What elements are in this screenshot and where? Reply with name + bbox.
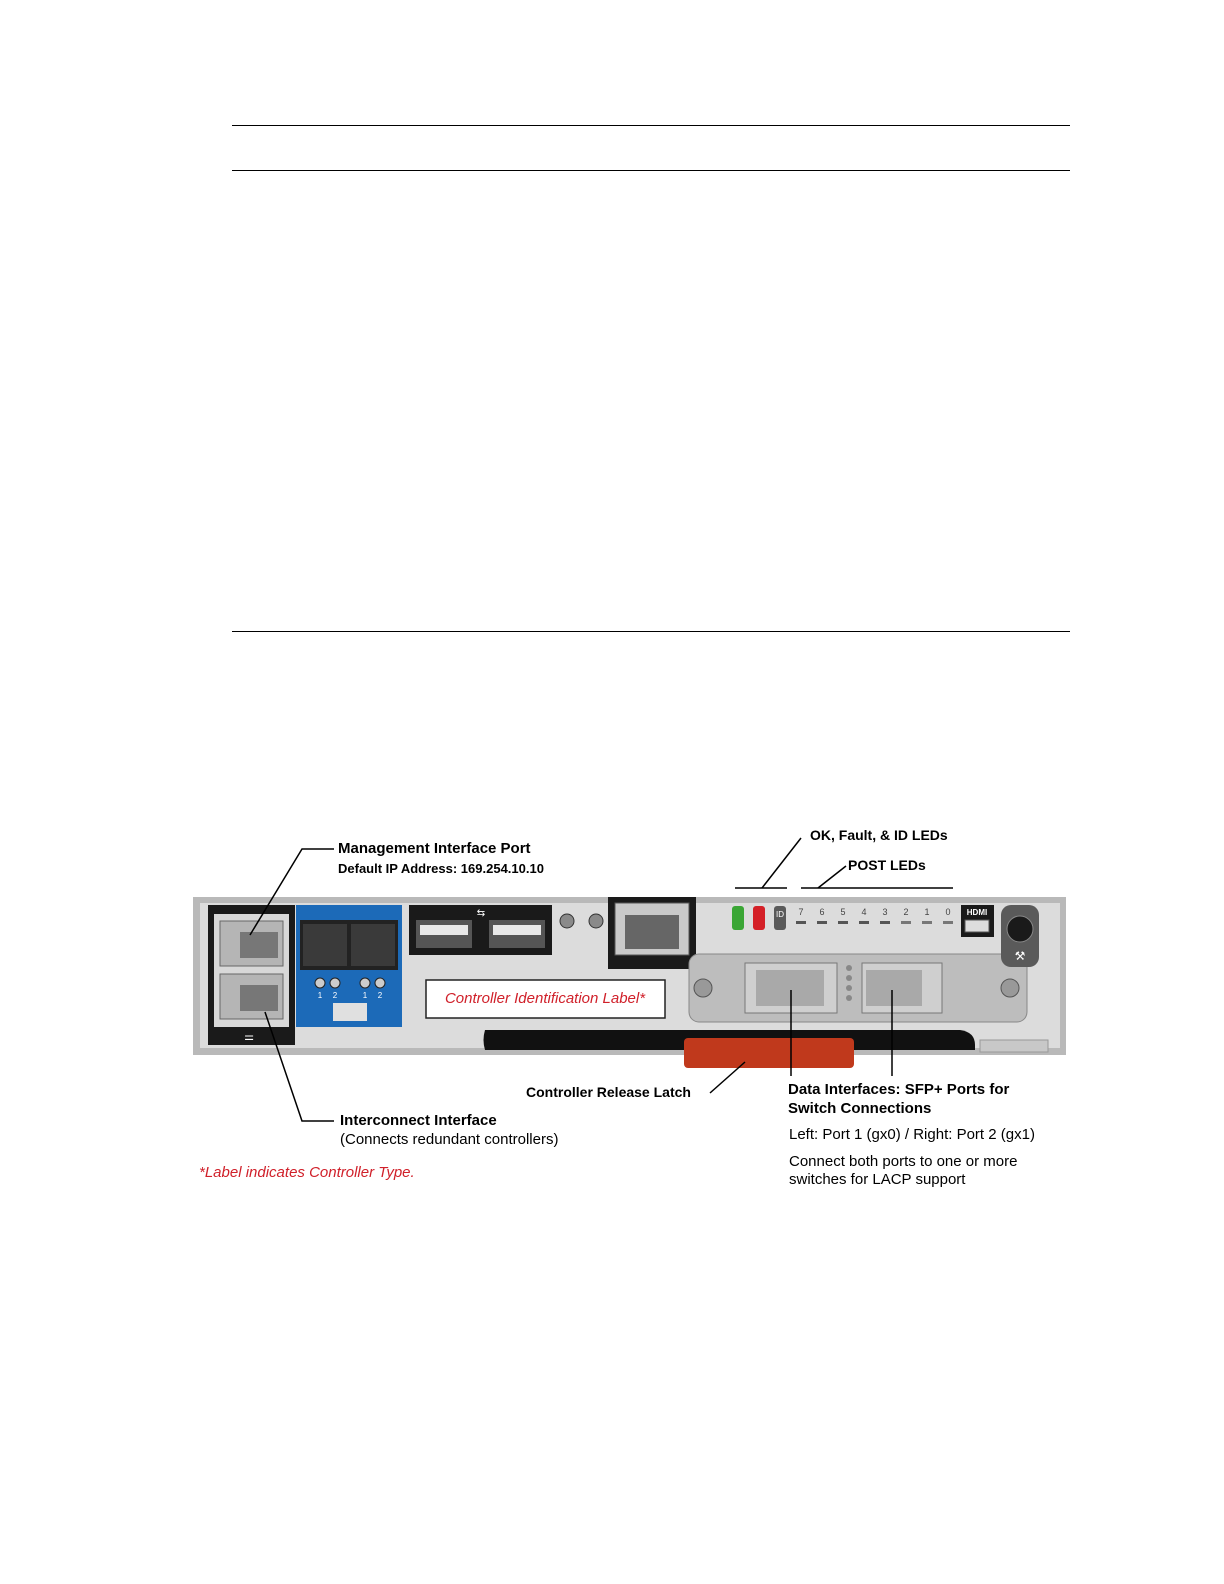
- post-led-number: 4: [861, 907, 866, 917]
- data-ports-description: Left: Port 1 (gx0) / Right: Port 2 (gx1): [789, 1126, 1035, 1143]
- usb-ports: ⇆: [409, 905, 552, 955]
- ok-fault-id-leds-callout: OK, Fault, & ID LEDs: [810, 827, 948, 843]
- fault-led: [753, 906, 765, 930]
- sas-port-number-labels: 1 2 1 2: [318, 991, 383, 1000]
- sas-port-number: 1: [363, 991, 368, 1000]
- hdmi-label: HDMI: [967, 908, 987, 917]
- post-leds: 7 6 5 4 3 2 1 0: [796, 907, 953, 924]
- post-leds-callout: POST LEDs: [848, 857, 926, 873]
- service-ethernet-port: [608, 897, 696, 969]
- sas-port-module: [296, 905, 402, 1027]
- post-led-number: 0: [945, 907, 950, 917]
- usb-icon: ⇆: [477, 908, 485, 919]
- footnote: *Label indicates Controller Type.: [199, 1164, 415, 1181]
- sas-port-number: 2: [333, 991, 338, 1000]
- post-led-number: 2: [903, 907, 908, 917]
- hdmi-port: HDMI: [961, 905, 994, 937]
- wrench-icon: ⚒: [1015, 949, 1026, 963]
- post-led-number: 1: [924, 907, 929, 917]
- post-led-number: 6: [819, 907, 824, 917]
- post-led-number: 7: [798, 907, 803, 917]
- controller-id-label-box: Controller Identification Label*: [425, 979, 666, 1019]
- ethernet-port-module: ⚌: [208, 905, 295, 1045]
- sas-port-number: 1: [318, 991, 323, 1000]
- release-latch-callout: Controller Release Latch: [526, 1084, 691, 1100]
- lacp-description: Connect both ports to one or more: [789, 1153, 1018, 1170]
- controller-id-label: Controller Identification Label*: [445, 990, 646, 1007]
- data-interfaces-callout: Data Interfaces: SFP+ Ports for: [788, 1081, 1010, 1098]
- mgmt-port-callout: Management Interface Port: [338, 840, 531, 857]
- svg-text:⚌: ⚌: [244, 1030, 254, 1043]
- top-rule-2: [232, 170, 1070, 171]
- mgmt-port-ip: Default IP Address: 169.254.10.10: [338, 861, 544, 876]
- wrench-service-port: ⚒: [1001, 905, 1039, 967]
- id-led-label: ID: [776, 910, 784, 919]
- id-led: [774, 906, 786, 930]
- callout-lines: [249, 837, 953, 1122]
- interconnect-description: (Connects redundant controllers): [340, 1131, 559, 1148]
- section-rule: [232, 631, 1070, 632]
- status-leds: ID: [732, 906, 786, 930]
- power-reset-buttons: [559, 913, 604, 929]
- interconnect-callout: Interconnect Interface: [340, 1112, 497, 1129]
- release-latch: [483, 1030, 975, 1068]
- post-led-number: 3: [882, 907, 887, 917]
- ok-led: [732, 906, 744, 930]
- data-interfaces-callout-line2: Switch Connections: [788, 1100, 932, 1117]
- top-rule-1: [232, 125, 1070, 126]
- sfp-port-bay: [688, 953, 1028, 1023]
- post-led-number: 5: [840, 907, 845, 917]
- sas-port-number: 2: [378, 991, 383, 1000]
- lacp-description-line2: switches for LACP support: [789, 1171, 966, 1188]
